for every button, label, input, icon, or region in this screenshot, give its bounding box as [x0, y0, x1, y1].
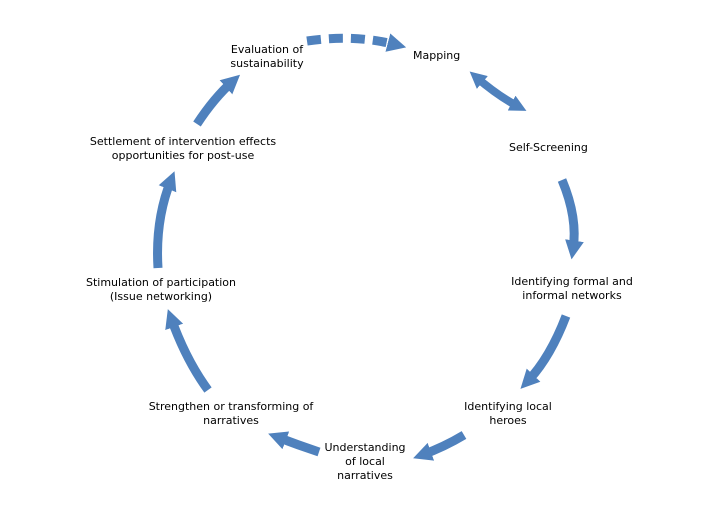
step-self-screening: Self-Screening [509, 141, 588, 155]
arrow-heroes-to-narratives [413, 431, 467, 461]
arrow-settlement-to-evaluation [193, 74, 241, 127]
step-stimulation-participation: Stimulation of participation (Issue netw… [86, 276, 236, 304]
step-understanding-line-1: Understanding [324, 441, 406, 454]
step-identifying-local-heroes-line-2: heroes [489, 414, 527, 427]
step-settlement-line-1: Settlement of intervention effects [89, 135, 277, 148]
step-understanding-line-2: of local [345, 455, 385, 468]
arrow-strengthen-to-stimulation [165, 309, 212, 393]
arrow-evaluation-to-mapping [306, 33, 407, 52]
step-identifying-local-heroes-line-1: Identifying local [464, 400, 552, 413]
step-identifying-local-heroes: Identifying local heroes [464, 400, 552, 428]
step-evaluation-sustainability: Evaluation of sustainability [230, 43, 303, 71]
step-strengthen-line-2: narratives [203, 414, 259, 427]
step-mapping-line: Mapping [413, 49, 461, 62]
step-settlement-line-2: opportunities for post-use [111, 149, 255, 162]
step-understanding-line-3: narratives [337, 469, 393, 482]
arrow-stimulation-to-settlement [153, 171, 177, 269]
step-evaluation-line-2: sustainability [230, 57, 304, 70]
arrow-networks-to-heroes [520, 314, 571, 389]
step-understanding-local-narratives: Understanding of local narratives [324, 441, 405, 483]
step-identifying-networks: Identifying formal and informal networks [511, 275, 633, 303]
step-identifying-networks-line-1: Identifying formal and [511, 275, 633, 288]
step-strengthen-narratives: Strengthen or transforming of narratives [149, 400, 314, 428]
step-stimulation-line-2: (Issue networking) [109, 290, 213, 303]
step-evaluation-line-1: Evaluation of [230, 43, 304, 56]
step-stimulation-line-1: Stimulation of participation [85, 276, 237, 289]
step-self-screening-line: Self-Screening [509, 141, 588, 154]
step-mapping: Mapping [413, 49, 460, 63]
arrow-mapping-self-screening [469, 71, 527, 111]
step-identifying-networks-line-2: informal networks [522, 289, 622, 302]
step-settlement-effects: Settlement of intervention effects oppor… [90, 135, 276, 163]
arrow-narratives-to-strengthen [268, 431, 321, 457]
step-strengthen-line-1: Strengthen or transforming of [148, 400, 314, 413]
arrow-self-screening-to-networks [557, 178, 584, 260]
